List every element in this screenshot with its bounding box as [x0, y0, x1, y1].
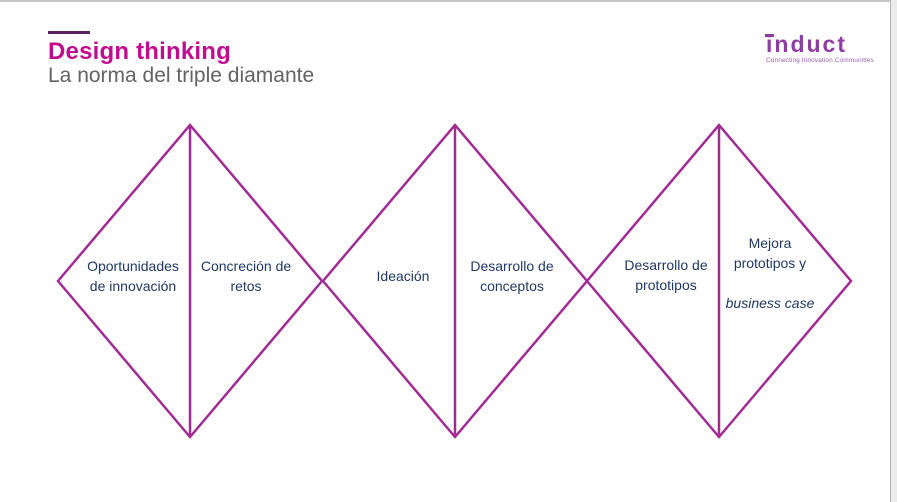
logo-tagline: Connecting Innovation Communities	[766, 57, 874, 64]
diamond-3-outline	[585, 123, 853, 439]
page-subtitle: La norma del triple diamante	[48, 64, 315, 87]
diamond-1-left-label: Oportunidades de innovación	[87, 258, 179, 294]
logo-wordmark: induct	[766, 31, 847, 57]
title-accent-bar	[48, 31, 90, 34]
induct-logo: induct Connecting Innovation Communities	[765, 31, 874, 64]
diamond-2-right-label: Desarrollo de conceptos	[470, 258, 554, 294]
slide-right-edge	[890, 0, 897, 502]
diamond-3-right-label-main: Mejora prototipos y	[733, 235, 807, 271]
diamond-3-right-label-italic: business case	[725, 295, 815, 311]
diamond-2-left-label: Ideación	[376, 268, 430, 284]
diamond-3-left-label: Desarrollo de prototipos	[624, 257, 708, 293]
logo-i-bar-icon	[765, 34, 774, 37]
slide-top-border	[0, 0, 897, 2]
page-title: Design thinking	[48, 38, 231, 65]
diamond-3-right-label: Mejora prototipos y business case	[710, 235, 830, 311]
diamond-1-right-label: Concreción de retos	[200, 258, 292, 294]
